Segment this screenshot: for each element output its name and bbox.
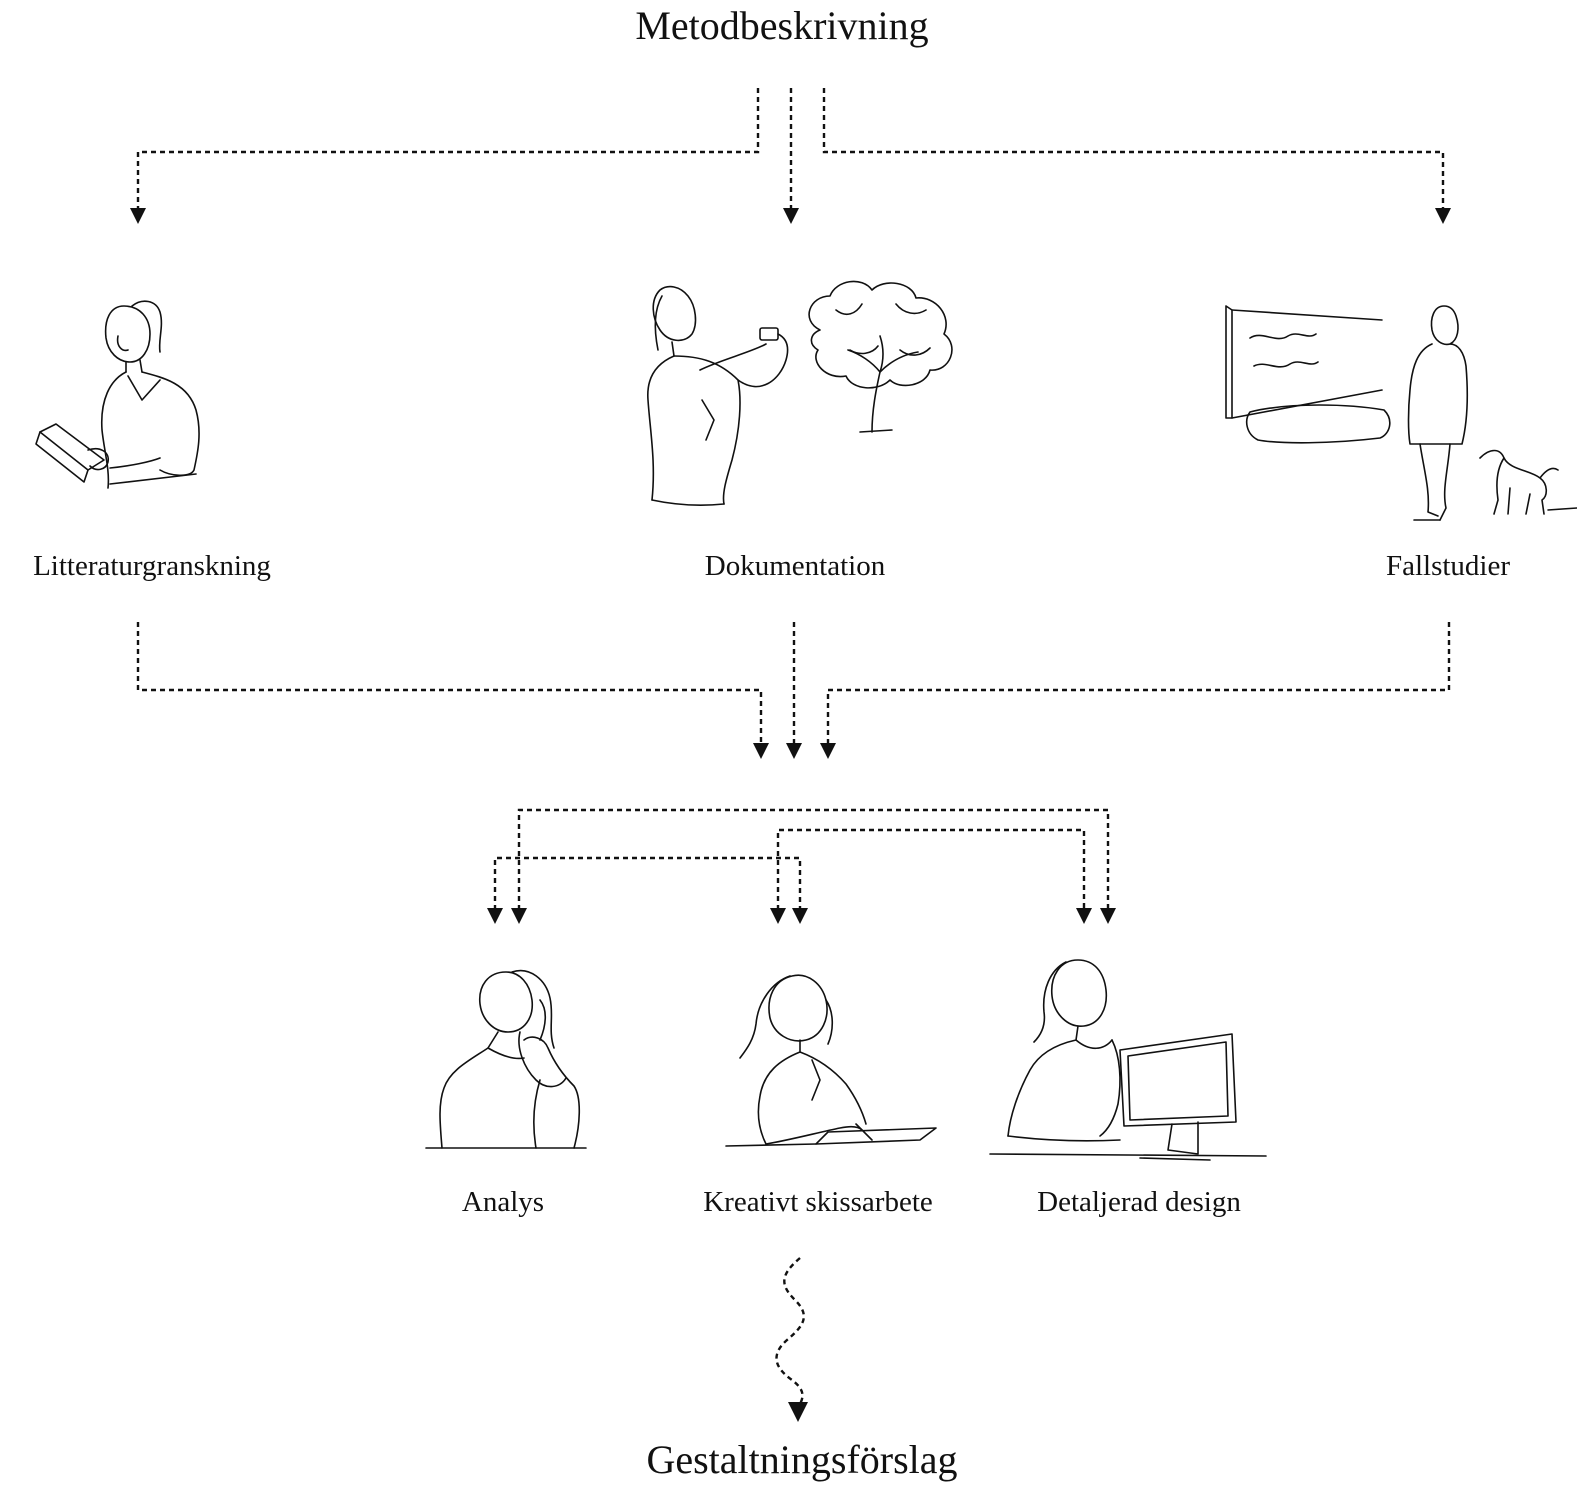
result-label-gestaltningsforslag: Gestaltningsförslag <box>646 1437 958 1482</box>
arrowhead <box>820 743 836 759</box>
result-connector <box>775 1257 808 1422</box>
merge-connectors <box>136 622 1451 759</box>
step-label-litteraturgranskning: Litteraturgranskning <box>33 550 271 582</box>
process-connectors <box>487 808 1116 924</box>
step-label-detaljerad-design: Detaljerad design <box>1037 1186 1241 1218</box>
connector-analys-detaljerad <box>517 808 1110 910</box>
step-label-fallstudier: Fallstudier <box>1385 550 1511 582</box>
arrowhead <box>753 743 769 759</box>
arrowhead <box>1435 208 1451 224</box>
person-photographing-tree-icon <box>647 280 953 506</box>
arrowhead <box>786 743 802 759</box>
person-reading-book-icon <box>35 300 200 489</box>
connector-to-fallstudier <box>822 88 1445 210</box>
arrowhead <box>1100 908 1116 924</box>
person-at-computer-icon <box>989 959 1267 1161</box>
arrowhead <box>783 208 799 224</box>
title-metodbeskrivning: Metodbeskrivning <box>635 3 929 48</box>
connector-analys-skiss <box>493 856 802 910</box>
arrowhead <box>130 208 146 224</box>
top-connectors <box>130 88 1451 224</box>
arrowhead <box>1076 908 1092 924</box>
step-label-analys: Analys <box>461 1186 545 1218</box>
step-label-kreativt-skissarbete: Kreativt skissarbete <box>703 1186 933 1218</box>
person-with-dog-at-site-icon <box>1225 305 1577 521</box>
arrowhead <box>770 908 786 924</box>
person-thinking-icon <box>425 969 587 1149</box>
arrowhead <box>788 1402 808 1422</box>
arrowhead <box>487 908 503 924</box>
connector-skiss-detaljerad <box>776 828 1086 910</box>
step-label-dokumentation: Dokumentation <box>704 550 886 582</box>
person-sketching-icon <box>725 974 937 1147</box>
arrowhead <box>792 908 808 924</box>
connector-from-litteraturgranskning <box>136 622 763 745</box>
connector-to-litteraturgranskning <box>136 88 760 210</box>
arrowhead <box>511 908 527 924</box>
connector-from-fallstudier <box>826 622 1451 745</box>
